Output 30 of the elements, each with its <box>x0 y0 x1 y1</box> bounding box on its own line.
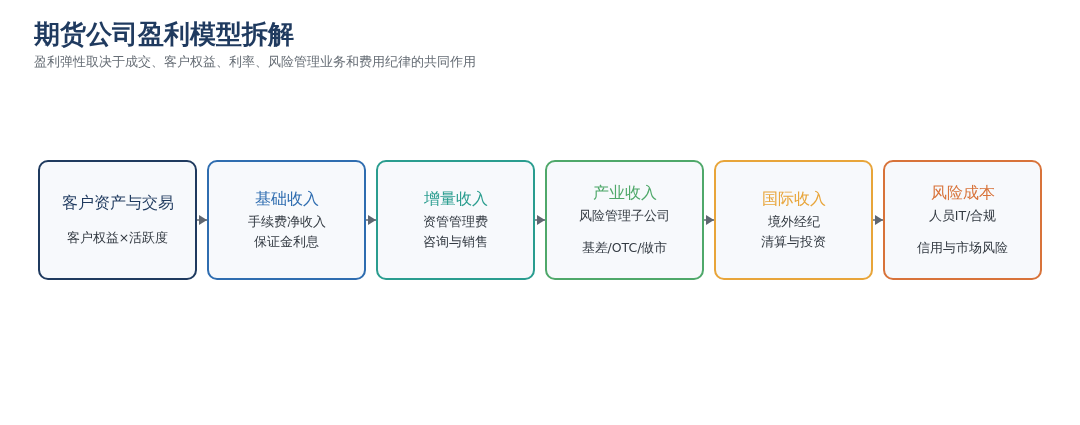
box-heading: 国际收入 <box>761 188 826 210</box>
arrow <box>703 215 715 225</box>
process-box <box>38 160 197 280</box>
box-heading: 基础收入 <box>254 188 319 210</box>
arrow <box>196 215 208 225</box>
process-box <box>883 160 1042 280</box>
arrow <box>365 215 377 225</box>
box-text: 信用与市场风险 <box>917 239 1008 257</box>
box-text: 保证金利息 <box>254 233 319 251</box>
box-text: 资管管理费 <box>423 213 488 231</box>
process-box <box>714 160 873 280</box>
box-text: 人员IT/合规 <box>928 207 997 225</box>
box-text: 手续费净收入 <box>247 213 326 231</box>
box-heading: 客户资产与交易 <box>61 192 174 214</box>
box-text: 风险管理子公司 <box>579 207 670 225</box>
arrow <box>872 215 884 225</box>
box-heading: 产业收入 <box>592 182 657 204</box>
process-box <box>376 160 535 280</box>
box-text: 清算与投资 <box>761 233 826 251</box>
box-text: 咨询与销售 <box>423 233 488 251</box>
process-box <box>207 160 366 280</box>
box-text: 境外经纪 <box>767 213 820 231</box>
box-text: 客户权益×活跃度 <box>66 229 169 247</box>
subtitle: 盈利弹性取决于成交、客户权益、利率、风险管理业务和费用纪律的共同作用 <box>34 54 476 70</box>
box-text: 基差/OTC/做市 <box>581 239 668 257</box>
box-heading: 增量收入 <box>423 188 488 210</box>
diagram-title: 期货公司盈利模型拆解 <box>34 18 294 50</box>
process-box <box>545 160 704 280</box>
arrow <box>534 215 546 225</box>
box-heading: 风险成本 <box>930 182 995 204</box>
